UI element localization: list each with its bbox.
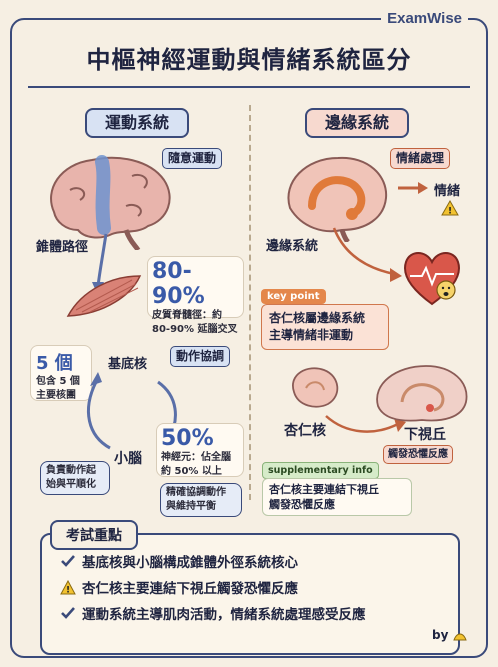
limbic-system-header: 邊緣系統: [305, 108, 410, 138]
function-line: 精確協調動作: [166, 487, 226, 498]
count-value: 5 個: [36, 353, 73, 374]
brain-illustration-icon: [50, 155, 171, 250]
function-line: 負責動作起: [46, 465, 96, 476]
motor-coordination-tag: 動作協調: [170, 346, 231, 367]
pyramidal-pathway-label: 錐體路徑: [36, 240, 89, 255]
exam-item: 運動系統主導肌肉活動，情緒系統處理感受反應: [60, 603, 366, 623]
emotion-arrow-icon: [398, 182, 428, 194]
key-point-line: 主導情緒非運動: [269, 328, 354, 342]
stat-line: 約 50% 以上: [161, 466, 222, 477]
supplementary-info-label: supplementary info: [262, 462, 379, 479]
exam-item: 基底核與小腦構成錐體外徑系統核心: [60, 551, 298, 571]
stat-line: 神經元：佔全腦: [161, 452, 231, 463]
page-title: 中樞神經運動與情緒系統區分: [86, 46, 412, 74]
count-line: 主要核團: [36, 390, 76, 401]
amygdala-icon: [292, 367, 339, 408]
check-icon: [61, 607, 75, 619]
exam-item-text: 杏仁核主要連結下視丘觸發恐懼反應: [82, 581, 298, 597]
heart-icon: [404, 252, 460, 306]
svg-text:!: !: [448, 207, 452, 217]
fear-response-tag: 觸發恐懼反應: [383, 445, 453, 464]
key-point-line: 杏仁核屬邊緣系統: [269, 311, 366, 325]
byline: by: [432, 628, 467, 642]
motor-system-header: 運動系統: [85, 108, 190, 138]
stat-line: 皮質脊髓徑：約: [152, 310, 222, 321]
function-card-cerebellum: 精確協調動作 與維持平衡: [160, 483, 242, 517]
amygdala-label: 杏仁核: [284, 423, 326, 439]
emotion-word: 情緒: [434, 184, 461, 199]
exam-points-label: 考試重點: [50, 520, 138, 550]
supplementary-line: 杏仁核主要連結下視丘: [269, 483, 379, 496]
owl-logo-icon: [452, 633, 467, 640]
basal-ganglia-label: 基底核: [108, 357, 148, 372]
function-line: 與維持平衡: [166, 501, 216, 512]
hypothalamus-brain-icon: [376, 365, 468, 422]
stat-card-50: 50% 神經元：佔全腦 約 50% 以上: [156, 423, 244, 477]
amygdala-hypothalamus-arrow-icon: [325, 415, 406, 433]
limbic-system-label: 邊緣系統: [266, 239, 319, 254]
limbic-heart-arrow-icon: [332, 227, 402, 282]
key-point-label: key point: [261, 289, 326, 304]
outer-frame: [10, 18, 488, 658]
svg-text:!: !: [66, 585, 70, 595]
emotion-processing-tag: 情緒處理: [390, 148, 451, 169]
stat-value: 50%: [161, 426, 214, 451]
cerebellum-label: 小腦: [114, 451, 142, 467]
hypothalamus-label: 下視丘: [404, 427, 446, 443]
function-line: 始與平順化: [46, 479, 96, 490]
count-line: 包含 5 個: [36, 376, 80, 387]
function-card-basal: 負責動作起 始與平順化: [40, 461, 110, 495]
exam-item-text: 基底核與小腦構成錐體外徑系統核心: [82, 555, 298, 571]
supplementary-line: 觸發恐懼反應: [269, 498, 335, 511]
stat-value: 80-90%: [152, 259, 205, 309]
exam-item-text: 運動系統主導肌肉活動，情緒系統處理感受反應: [82, 607, 366, 623]
warning-icon: !: [441, 200, 459, 216]
title-underline: [28, 86, 470, 88]
warning-icon: !: [60, 579, 76, 595]
byline-text: by: [432, 628, 449, 642]
limbic-brain-illustration-icon: [287, 156, 388, 242]
key-point-box: 杏仁核屬邊緣系統 主導情緒非運動: [261, 304, 389, 350]
column-divider: [249, 105, 251, 500]
exam-item: ! 杏仁核主要連結下視丘觸發恐懼反應: [60, 577, 298, 597]
brand-logo: ExamWise: [381, 10, 468, 27]
count-card: 5 個 包含 5 個 主要核團: [30, 345, 92, 401]
check-icon: [61, 555, 75, 567]
exam-points-box: [40, 533, 460, 655]
voluntary-movement-tag: 隨意運動: [162, 148, 223, 169]
muscle-icon: [66, 275, 142, 317]
supplementary-info-box: 杏仁核主要連結下視丘 觸發恐懼反應: [262, 478, 412, 516]
stat-card-80-90: 80-90% 皮質脊髓徑：約 80-90% 延腦交叉: [147, 256, 244, 335]
stat-line: 80-90% 延腦交叉: [152, 324, 238, 335]
